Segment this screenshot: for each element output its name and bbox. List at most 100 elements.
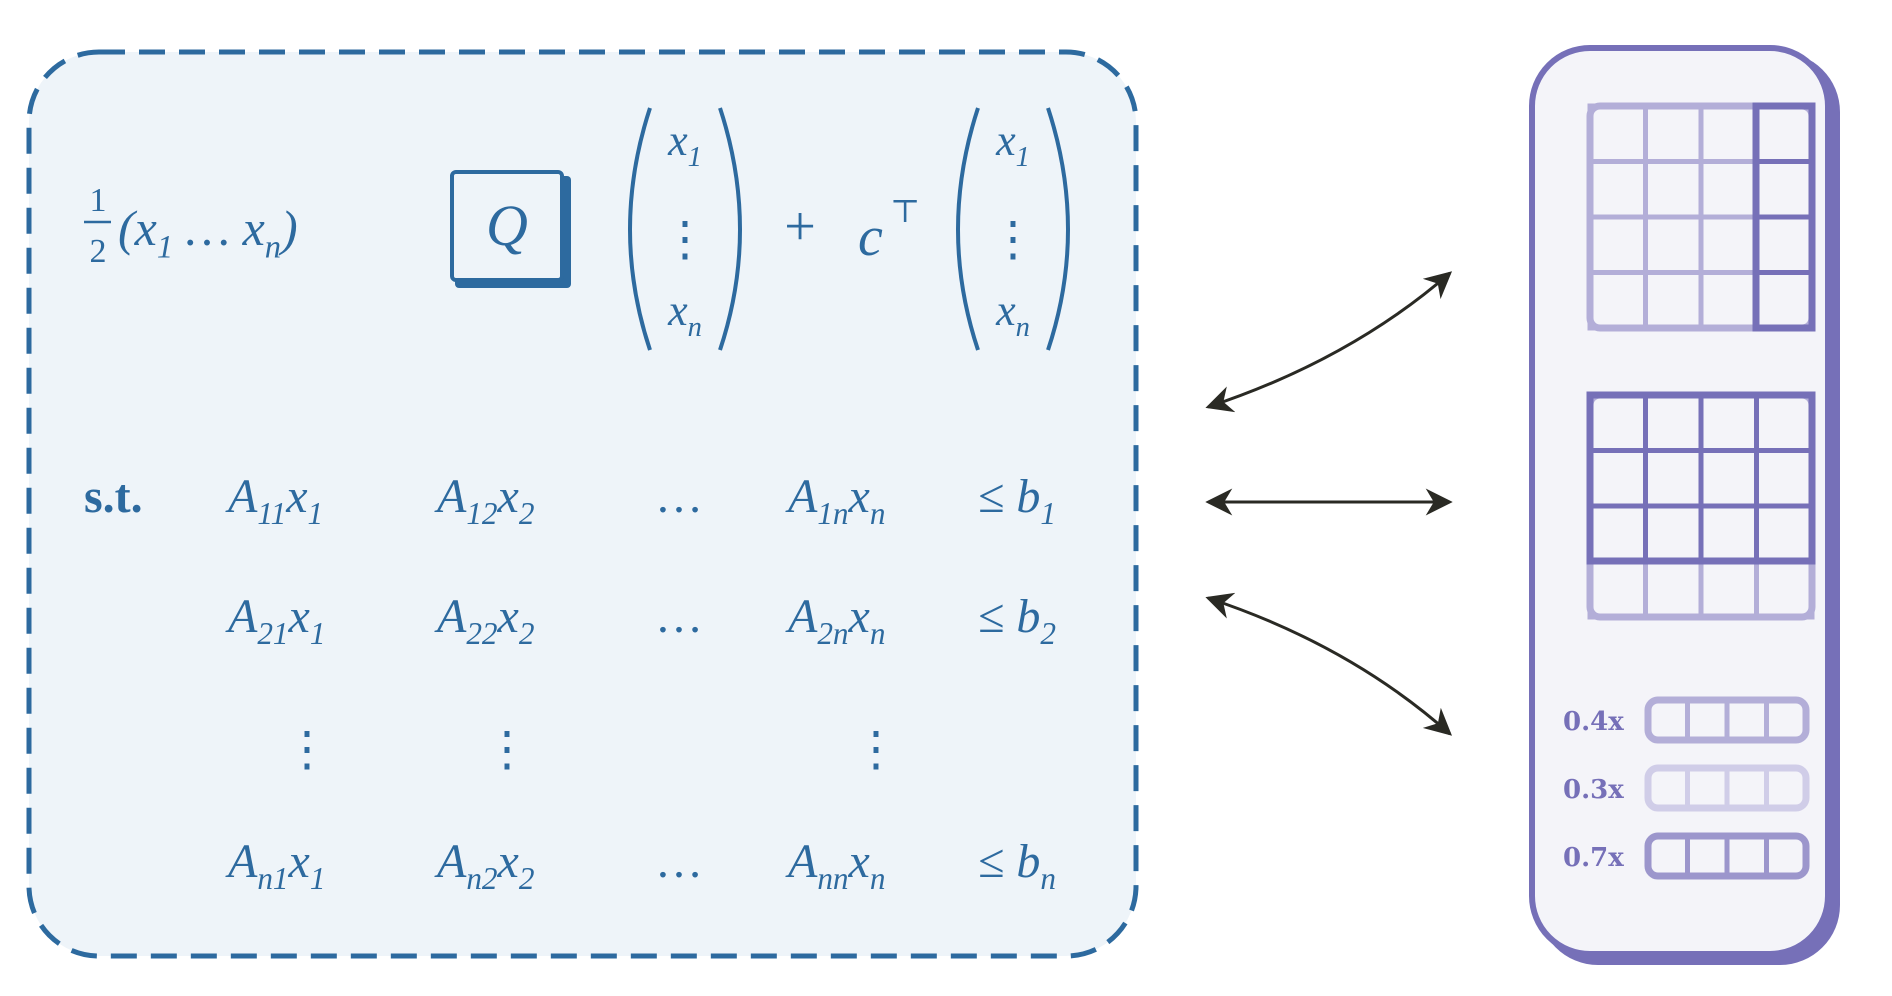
right-paren xyxy=(1046,107,1070,351)
symbol: x xyxy=(134,200,157,256)
symbol: A xyxy=(785,590,818,643)
matrix-q-label: Q xyxy=(486,193,528,258)
subscript: 2 xyxy=(519,616,535,651)
symbol: x xyxy=(497,470,519,523)
subscript: n xyxy=(688,312,702,343)
constraint-term: An2​x2​ xyxy=(434,835,534,896)
symbol: b xyxy=(1016,835,1040,888)
symbol: x xyxy=(288,590,310,643)
left-paren xyxy=(956,107,980,351)
subscript: 1 xyxy=(1040,496,1056,531)
constraint-term: Ann​xn​ xyxy=(785,835,885,896)
matrix-grid-q xyxy=(1586,102,1816,332)
constraint-term: … xyxy=(655,835,703,888)
symbol: x xyxy=(667,286,688,335)
symbol: A xyxy=(785,470,818,523)
constraint-term: An1​x1​ xyxy=(225,835,325,896)
constraint-term: … xyxy=(655,470,703,523)
subscript: 2n xyxy=(817,616,848,651)
multiplier-bars: 0.4x 0.3x 0.7x xyxy=(1563,696,1810,880)
constraint-rhs: ≤ b1​ xyxy=(978,470,1056,531)
subscript: 2 xyxy=(1040,616,1056,651)
subscript: 1 xyxy=(157,230,173,266)
arrow-multipliers xyxy=(1205,592,1453,736)
symbol: x xyxy=(497,590,519,643)
vdots: ⋮ xyxy=(852,723,900,776)
symbol: A xyxy=(225,835,258,888)
column-vector-x-2: x1​ ⋮ xn​ xyxy=(956,107,1070,351)
symbol: … xyxy=(655,470,703,523)
symbol: A xyxy=(225,470,258,523)
constraint-term: A1n​xn​ xyxy=(785,470,885,531)
vdots: ⋮ xyxy=(483,723,531,776)
subscript: n xyxy=(1016,312,1030,343)
symbol: A xyxy=(785,835,818,888)
problem-box xyxy=(26,49,1139,959)
constraint-term: A11​x1​ xyxy=(225,470,323,531)
symbol: A xyxy=(434,835,467,888)
multiplier-row: 0.3x xyxy=(1563,764,1810,812)
subscript: n xyxy=(265,230,281,266)
constraint-term: A12​x2​ xyxy=(434,470,534,531)
symbol: A xyxy=(434,590,467,643)
subscript: 1 xyxy=(310,861,326,896)
vector-bottom: xn​ xyxy=(995,286,1030,343)
subscript: 1 xyxy=(688,142,702,173)
matrix-grid-a xyxy=(1586,391,1816,621)
subscript: 22 xyxy=(466,616,497,651)
symbol: ≤ xyxy=(978,835,1016,888)
subscript: 21 xyxy=(257,616,288,651)
objective: 1 2 (x1​ … xn​) Q x1​ ⋮ xn​ + c ⊤ x1​ ⋮ … xyxy=(84,107,1070,351)
symbol: ≤ xyxy=(978,590,1016,643)
plus-sign: + xyxy=(784,196,816,258)
subscript: 2 xyxy=(519,496,535,531)
subscript: n xyxy=(870,616,886,651)
multiplier-label: 0.7x xyxy=(1563,843,1624,873)
symbol: b xyxy=(1016,470,1040,523)
symbol: A xyxy=(434,470,467,523)
subscript: n1 xyxy=(257,861,288,896)
subscript: 1 xyxy=(1016,142,1030,173)
c-symbol: c xyxy=(858,206,883,268)
multiplier-label: 0.4x xyxy=(1563,707,1624,737)
constraints: s.t. ⋮ ⋮ ⋮ A11​x1​A12​x2​…A1n​xn​≤ b1​A2… xyxy=(84,470,1056,896)
symbol: x xyxy=(288,835,310,888)
symbol: b xyxy=(1016,590,1040,643)
symbol: … xyxy=(655,590,703,643)
symbol: … xyxy=(173,200,242,256)
symbol: x xyxy=(242,200,265,256)
subject-to-label: s.t. xyxy=(84,470,143,523)
constraint-term: A21​x1​ xyxy=(225,590,325,651)
multiplier-row: 0.7x xyxy=(1563,832,1810,880)
symbol: x xyxy=(285,470,307,523)
arrows xyxy=(1205,271,1453,736)
column-vector-x: x1​ ⋮ xn​ xyxy=(628,107,742,351)
vector-bottom: xn​ xyxy=(667,286,702,343)
constraint-term: … xyxy=(655,590,703,643)
constraint-term: A2n​xn​ xyxy=(785,590,885,651)
subscript: n xyxy=(1040,861,1056,896)
half-denominator: 2 xyxy=(90,233,107,270)
constraint-rhs: ≤ bn​ xyxy=(978,835,1056,896)
symbol: x xyxy=(848,470,870,523)
left-paren xyxy=(628,107,652,351)
subscript: 1n xyxy=(817,496,848,531)
multiplier-label: 0.3x xyxy=(1563,775,1624,805)
subscript: 12 xyxy=(466,496,497,531)
symbol: x xyxy=(848,590,870,643)
half-numerator: 1 xyxy=(90,182,107,219)
highlighted-rows xyxy=(1586,391,1816,565)
symbol: ≤ xyxy=(978,470,1016,523)
vector-top: x1​ xyxy=(667,116,702,173)
constraint-rhs: ≤ b2​ xyxy=(978,590,1056,651)
symbol: x xyxy=(995,116,1016,165)
vector-dots: ⋮ xyxy=(661,213,709,266)
symbol: ( xyxy=(118,200,138,256)
row-vector: (x1​ … xn​) xyxy=(118,200,298,266)
matrix-q-box[interactable] xyxy=(450,170,564,282)
subscript: n xyxy=(870,861,886,896)
vector-top: x1​ xyxy=(995,116,1030,173)
subscript: n2 xyxy=(466,861,497,896)
subscript: 2 xyxy=(519,861,535,896)
